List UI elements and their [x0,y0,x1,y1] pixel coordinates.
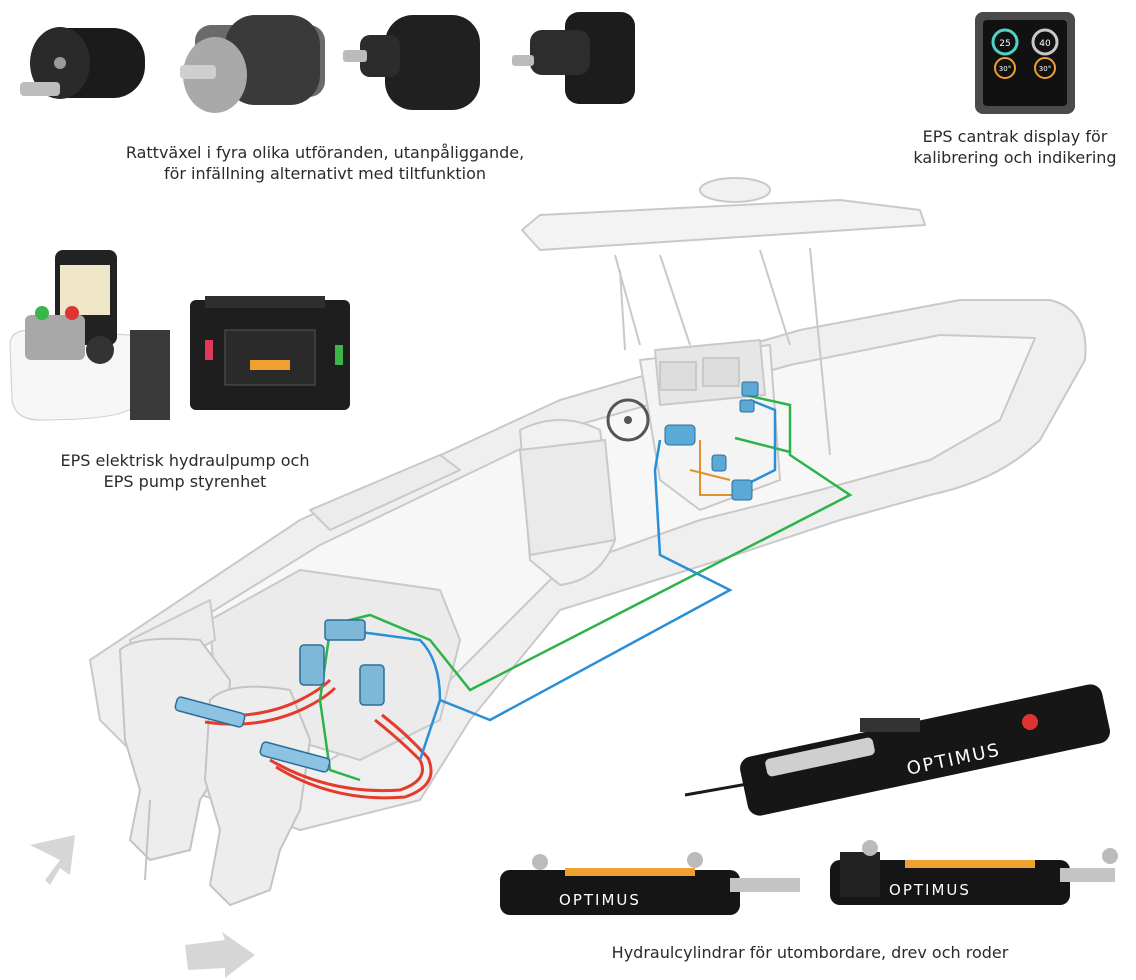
eps-pump-control-unit [190,296,350,410]
cylinder-right-brand: OPTIMUS [889,881,971,899]
caption-pump: EPS elektrisk hydraulpump och EPS pump s… [30,450,340,492]
optimus-cylinder-top: OPTIMUS [684,684,1110,816]
steering-helm-tilt [512,12,635,104]
helm-steering-wheel [606,398,650,442]
caption-steering-line2: för infällning alternativt med tiltfunkt… [163,164,487,183]
helm-wiring [689,440,735,496]
caption-pump-line2: EPS pump styrenhet [103,472,267,491]
optimus-cylinder-bottom-right: OPTIMUS [830,840,1118,905]
caption-display: EPS cantrak display för kalibrering och … [900,126,1130,168]
caption-cylinders: Hydraulcylindrar för utombordare, drev o… [590,942,1030,963]
caption-display-line1: EPS cantrak display för [922,127,1108,146]
display-gauge-2: 40 [1039,39,1051,49]
eps-hydraulic-pump [9,250,170,421]
caption-pump-line1: EPS elektrisk hydraulpump och [60,451,310,470]
transom-pumps [299,619,385,706]
caption-display-line2: kalibrering och indikering [913,148,1117,167]
steering-helm-flush [343,15,480,110]
caption-steering-helms: Rattväxel i fyra olika utföranden, utanp… [100,142,550,184]
steering-helm-flange [180,15,325,113]
transom-cylinders [174,696,331,773]
motion-arrows [30,835,255,978]
outboard-engine-port [118,637,232,881]
outboard-engine-starboard [203,685,312,907]
cylinder-left-brand: OPTIMUS [559,891,641,909]
green-signal-lines [318,393,853,782]
cantrak-display: 25 40 30° 30° [975,12,1075,114]
caption-steering-line1: Rattväxel i fyra olika utföranden, utanp… [125,143,525,162]
caption-cylinders-line1: Hydraulcylindrar för utombordare, drev o… [611,943,1009,962]
steering-helm-surface-mount [20,27,145,99]
display-gauge-4: 30° [1039,65,1051,73]
helm-components [664,381,759,501]
optimus-cylinder-bottom-left: OPTIMUS [500,852,800,915]
display-gauge-3: 30° [999,65,1011,73]
blue-signal-lines [344,398,777,761]
display-gauge-1: 25 [999,39,1010,49]
